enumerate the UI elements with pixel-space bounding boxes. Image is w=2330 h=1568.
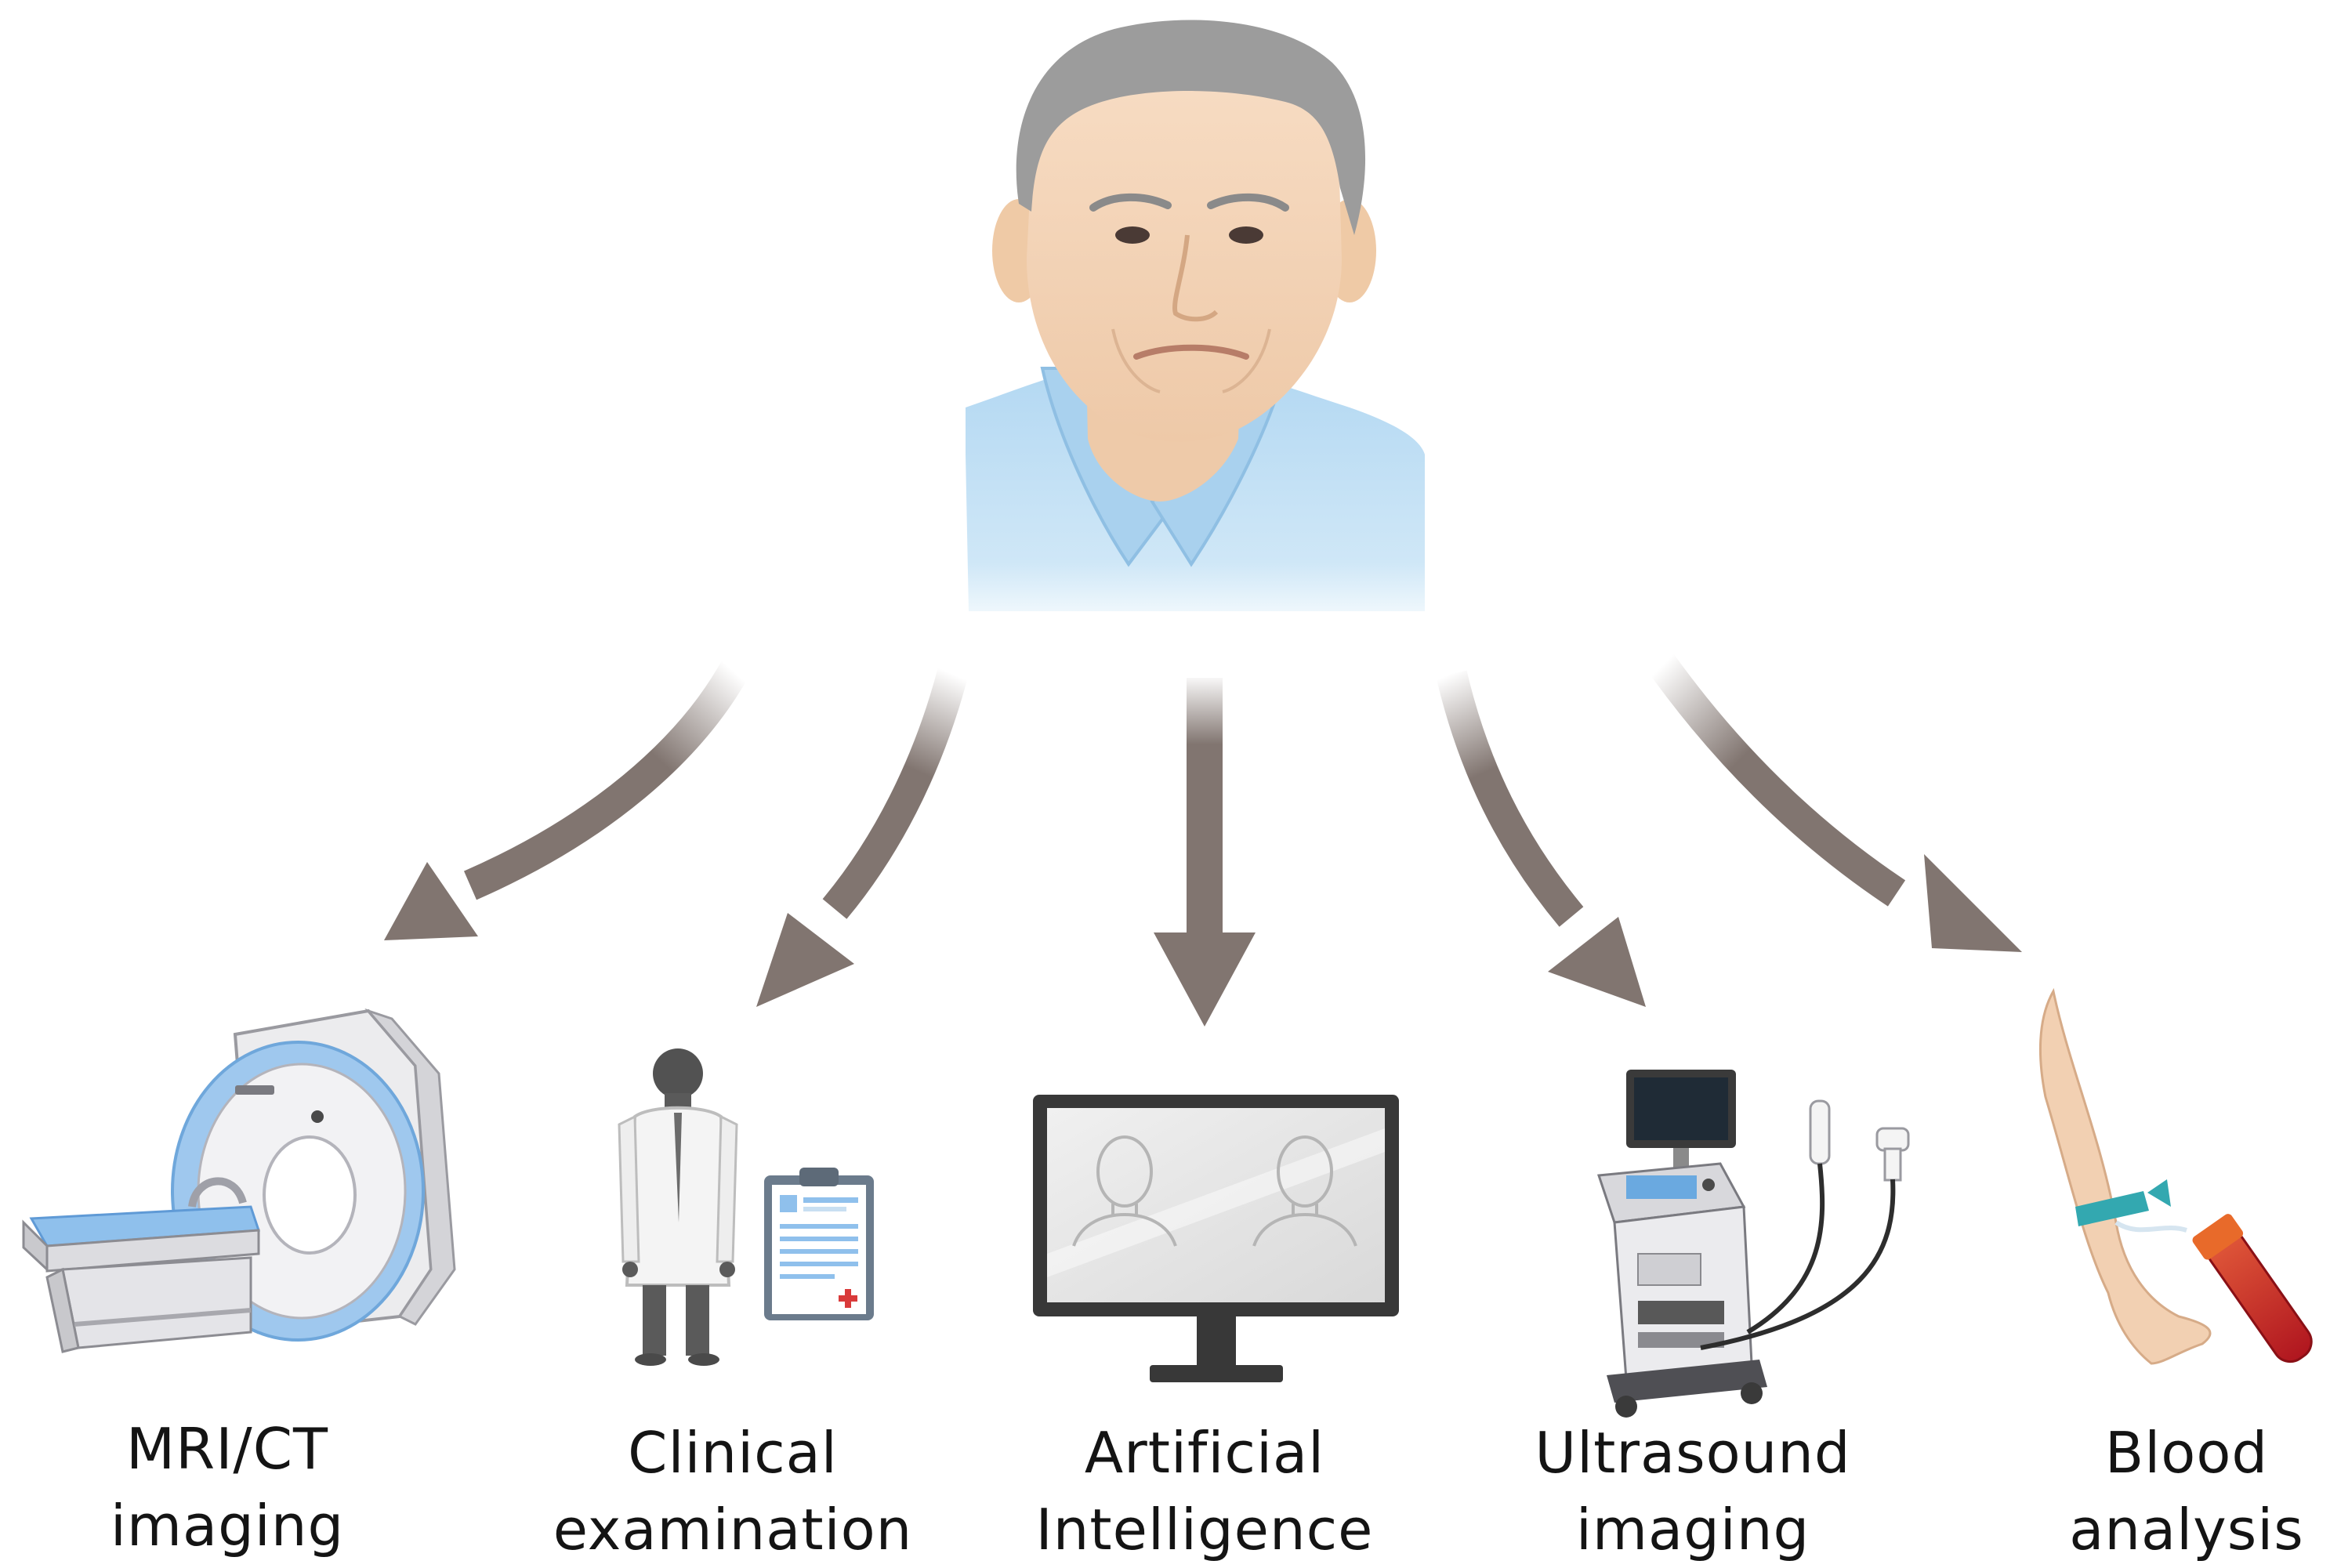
arrow-to-ai — [1154, 678, 1256, 1027]
arrow-to-clinical — [756, 662, 970, 1007]
patient-portrait-icon — [966, 20, 1425, 611]
label-artificial-intelligence: Artificial Intelligence — [1035, 1420, 1374, 1563]
arrow-to-mri-ct — [384, 658, 751, 940]
monitor-faces-icon — [1033, 1095, 1399, 1382]
label-clinical-examination: Clinical examination — [553, 1420, 913, 1563]
label-mri-ct: MRI/CT imaging — [110, 1416, 345, 1559]
arrow-to-blood — [1644, 649, 2022, 952]
arrow-to-ultrasound — [1436, 670, 1646, 1007]
mri-scanner-icon — [22, 1008, 456, 1353]
blood-draw-icon — [2038, 987, 2313, 1365]
label-blood-analysis: Blood analysis — [2069, 1420, 2304, 1563]
label-ultrasound-imaging: Ultrasound imaging — [1535, 1420, 1851, 1563]
doctor-clipboard-icon — [618, 1048, 874, 1366]
ultrasound-machine-icon — [1596, 1070, 1910, 1418]
